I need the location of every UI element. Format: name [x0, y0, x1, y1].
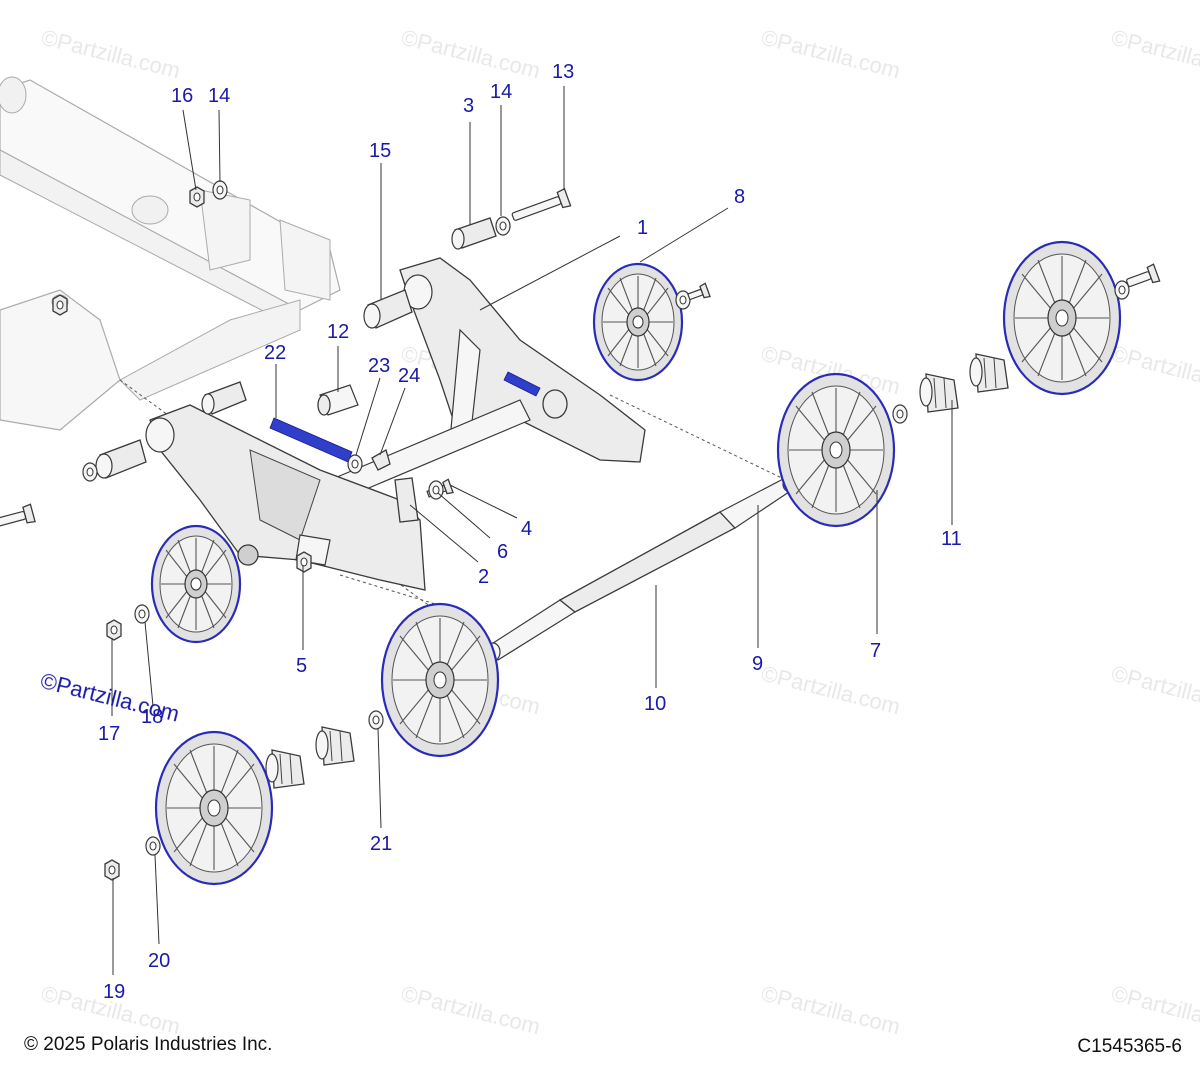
bushing-left-upper — [201, 381, 247, 415]
callout-9: 9 — [752, 653, 763, 675]
bolt-left-long — [0, 503, 36, 534]
callout-4: 4 — [521, 518, 532, 540]
washer-14-left — [212, 180, 228, 200]
callout-13: 13 — [552, 61, 574, 83]
leader-lines — [111, 86, 953, 975]
callout-14-top: 14 — [490, 81, 512, 103]
suspension-rail-frame — [0, 76, 341, 431]
svg-text:©Partzilla.com: ©Partzilla.com — [1109, 661, 1200, 720]
callout-12: 12 — [327, 321, 349, 343]
callout-5: 5 — [296, 655, 307, 677]
washer-6 — [428, 480, 444, 500]
bolt-13 — [511, 187, 572, 221]
wheel-center-lower — [380, 602, 500, 758]
hub-insert-right — [969, 353, 1009, 393]
swing-arm-2 — [145, 404, 426, 591]
callout-20: 20 — [148, 950, 170, 972]
nut-frame — [52, 294, 68, 316]
callout-19: 19 — [103, 981, 125, 1003]
washer-20 — [145, 836, 161, 856]
wheel-left-upper — [150, 524, 242, 644]
axle-9 — [719, 476, 794, 529]
copyright-text: © 2025 Polaris Industries Inc. — [24, 1034, 273, 1055]
nut-5 — [296, 551, 312, 573]
svg-text:©Partzilla.com: ©Partzilla.com — [399, 25, 543, 84]
svg-text:©Partzilla.com: ©Partzilla.com — [1109, 25, 1200, 84]
washer-21 — [368, 710, 384, 730]
callout-16: 16 — [171, 85, 193, 107]
hub-insert-lower-left — [265, 749, 305, 789]
washer-far-right — [1114, 280, 1130, 300]
callout-8: 8 — [734, 186, 745, 208]
washer-14-top — [495, 216, 511, 236]
diagram-code: C1545365-6 — [1077, 1036, 1182, 1057]
callout-18: 18 — [141, 706, 163, 728]
bolt-17 — [106, 619, 122, 641]
wheel-left-lower — [154, 730, 274, 886]
bushing-left-lower — [95, 439, 147, 479]
svg-text:©Partzilla.com: ©Partzilla.com — [759, 981, 903, 1040]
svg-text:©Partzilla.com: ©Partzilla.com — [759, 661, 903, 720]
callout-labels: 1 2 3 4 5 6 7 8 9 10 11 12 13 14 14 15 1… — [98, 61, 962, 1003]
nut-16 — [189, 186, 205, 208]
bushing-12 — [317, 384, 359, 416]
wheel-far-right — [1002, 240, 1122, 396]
bolt-19 — [104, 859, 120, 881]
washer-left — [82, 462, 98, 482]
hub-insert-lower-right — [315, 726, 355, 766]
svg-text:©Partzilla.com: ©Partzilla.com — [39, 25, 183, 84]
callout-22: 22 — [264, 342, 286, 364]
swing-arm-1 — [399, 257, 646, 463]
callout-14-left: 14 — [208, 85, 230, 107]
callout-15: 15 — [369, 140, 391, 162]
washer-18 — [134, 604, 150, 624]
callout-24: 24 — [398, 365, 420, 387]
svg-text:©Partzilla.com: ©Partzilla.com — [759, 25, 903, 84]
cross-shaft — [329, 399, 531, 499]
callout-3: 3 — [463, 95, 474, 117]
bolt-far-right — [1126, 263, 1161, 288]
callout-17: 17 — [98, 723, 120, 745]
bolt-8 — [687, 282, 711, 301]
callout-10: 10 — [644, 693, 666, 715]
svg-text:©Partzilla.com: ©Partzilla.com — [1109, 981, 1200, 1040]
spring-arm-right — [503, 371, 568, 419]
callout-1: 1 — [637, 217, 648, 239]
callout-11: 11 — [941, 528, 962, 550]
callout-6: 6 — [497, 541, 508, 563]
callout-2: 2 — [478, 566, 489, 588]
bushing-15 — [363, 289, 413, 329]
callout-23: 23 — [368, 355, 390, 377]
wheel-8 — [592, 262, 684, 382]
callout-7: 7 — [870, 640, 881, 662]
washer-23 — [347, 454, 363, 474]
svg-text:©Partzilla.com: ©Partzilla.com — [1109, 341, 1200, 400]
bushing-3 — [451, 217, 497, 250]
svg-text:©Partzilla.com: ©Partzilla.com — [399, 981, 543, 1040]
callout-21: 21 — [370, 833, 392, 855]
axle-centerline — [339, 574, 456, 611]
washer-right — [892, 404, 908, 424]
